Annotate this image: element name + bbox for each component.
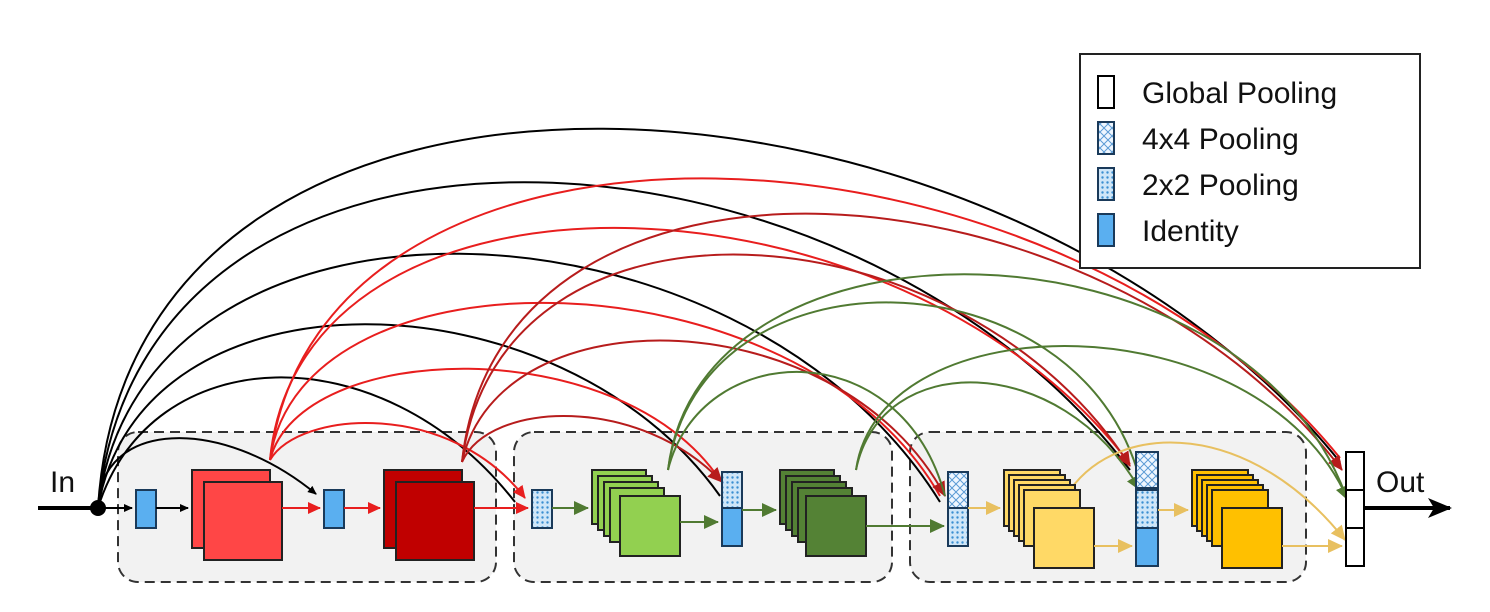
arc-red-3 [269,301,941,497]
legend: Global Pooling 4x4 Pooling 2x2 Pooling I… [1079,53,1421,269]
main-flow [38,451,1452,569]
transition-stack-stage3-a [947,471,969,547]
arc-input-4 [97,252,941,509]
pool2x2-block-1 [531,489,553,529]
arc-input-5 [97,181,1131,509]
legend-swatch-2x2-pooling [1097,167,1115,201]
arc-green-3 [667,273,1347,497]
legend-swatch-4x4-pooling [1097,121,1115,155]
arc-red-2 [269,367,721,481]
input-node [90,500,106,516]
identity-block-2 [323,489,345,529]
input-label: In [50,466,75,499]
conv-block-stage1-b [383,469,475,561]
conv-block-stage3-a [1003,469,1095,569]
global-pooling-stack [1345,451,1365,567]
arc-red-4 [269,226,1131,465]
legend-label-2x2-pooling: 2x2 Pooling [1142,169,1299,202]
legend-swatch-identity [1097,213,1115,247]
arc-yellow-1 [1069,441,1346,541]
arc-green-1 [667,370,946,497]
arc-input-3 [97,323,721,509]
arc-green-4 [855,381,1141,491]
skip-arcs [97,127,1349,541]
legend-box [1079,53,1421,269]
output-label: Out [1376,466,1425,499]
conv-block-stage3-b [1191,469,1283,569]
arc-red-1 [269,422,526,499]
arc-darkred-1 [461,414,723,483]
conv-block-stage2-a [591,469,681,557]
arc-darkred-3 [461,253,1131,467]
transition-stack-stage2 [721,471,743,547]
legend-label-identity: Identity [1142,215,1239,248]
conv-block-stage2-b [779,469,867,557]
legend-label-4x4-pooling: 4x4 Pooling [1142,123,1299,156]
arc-darkred-4 [461,212,1343,471]
arc-green-2 [667,301,1141,481]
arc-green-5 [855,345,1349,501]
arc-red-5 [269,177,1341,461]
conv-block-stage1-a [191,469,283,561]
legend-swatch-global-pooling [1097,75,1115,109]
identity-block-1 [135,489,157,529]
transition-stack-stage3-b [1135,451,1159,567]
legend-label-global-pooling: Global Pooling [1142,77,1337,110]
arc-darkred-2 [461,339,946,497]
arc-input-6 [97,127,1341,509]
